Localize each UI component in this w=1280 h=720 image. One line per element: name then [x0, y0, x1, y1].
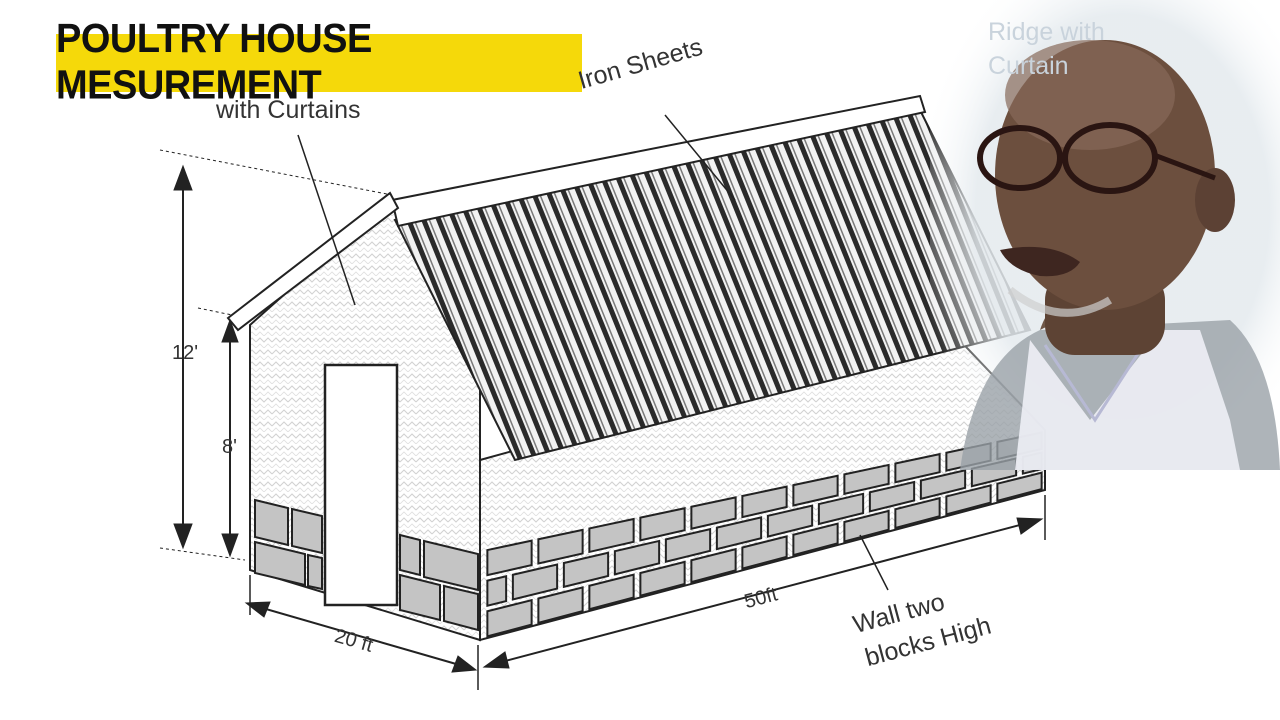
eave-board: [226, 191, 400, 332]
concrete-block: [639, 506, 686, 542]
concrete-block: [423, 539, 479, 592]
gable-wall-blocks: [254, 498, 479, 632]
concrete-block: [715, 516, 763, 551]
side-wall-blocks: [486, 431, 1043, 638]
label-with-curtains: with Curtains: [216, 96, 361, 124]
door: [323, 363, 399, 607]
label-ridge-line2: Curtain: [988, 52, 1069, 80]
concrete-block: [945, 484, 992, 516]
concrete-block: [254, 498, 289, 547]
concrete-block: [868, 480, 916, 513]
concrete-block: [486, 575, 508, 608]
concrete-block: [741, 535, 788, 570]
concrete-block: [843, 463, 890, 496]
label-height-wall: 8': [222, 436, 237, 458]
concrete-block: [894, 496, 941, 530]
dimension-lines: [159, 114, 1046, 690]
concrete-block: [537, 528, 584, 565]
concrete-block: [741, 485, 788, 519]
concrete-block: [537, 586, 584, 625]
concrete-block: [664, 527, 712, 563]
concrete-block: [399, 573, 441, 622]
concrete-block: [792, 522, 839, 557]
concrete-block: [919, 468, 967, 501]
title-banner: POULTRY HOUSE MESUREMENT: [56, 17, 582, 108]
concrete-block: [486, 539, 533, 577]
concrete-block: [690, 547, 737, 584]
concrete-block: [588, 517, 635, 554]
concrete-block: [562, 551, 610, 589]
title-text: POULTRY HOUSE MESUREMENT: [56, 16, 372, 109]
ridge-cap: [390, 94, 927, 228]
concrete-block: [639, 560, 686, 597]
presenter-photo: [930, 0, 1280, 470]
concrete-block: [792, 474, 839, 507]
concrete-block: [690, 496, 737, 530]
concrete-block: [843, 509, 890, 543]
concrete-block: [486, 598, 533, 638]
concrete-block: [766, 504, 814, 538]
concrete-block: [443, 584, 479, 632]
concrete-block: [399, 533, 421, 577]
concrete-block: [996, 471, 1043, 503]
concrete-block: [291, 507, 323, 555]
concrete-block: [254, 540, 306, 587]
concrete-block: [894, 452, 941, 484]
label-height-total: 12': [172, 342, 199, 364]
concrete-block: [817, 492, 865, 526]
concrete-block: [307, 553, 323, 591]
concrete-block: [613, 539, 661, 576]
concrete-block: [511, 563, 559, 601]
label-ridge-line1: Ridge with: [988, 18, 1105, 46]
concrete-block: [588, 573, 635, 611]
